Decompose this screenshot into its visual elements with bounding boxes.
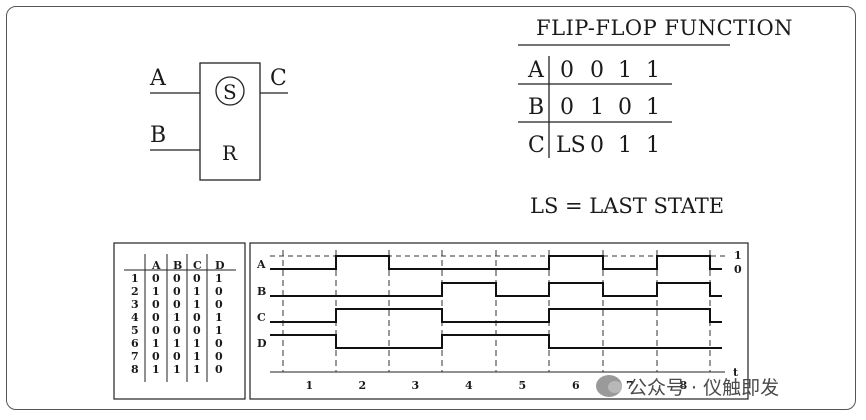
row-a-value: 0	[590, 58, 604, 83]
step-table-cell: 0	[193, 324, 201, 337]
step-label: 6	[572, 379, 580, 392]
row-a-label: A	[528, 58, 544, 83]
step-table-cell: 0	[152, 298, 160, 311]
step-number: 4	[131, 311, 139, 324]
row-b-value: 1	[590, 95, 604, 120]
step-label: 1	[305, 379, 314, 392]
step-table-cell: 0	[173, 324, 181, 337]
step-table-cell: 0	[215, 350, 223, 363]
signal-label: C	[257, 311, 266, 324]
step-table-cell: 0	[215, 337, 223, 350]
step-label: 2	[358, 379, 367, 392]
step-table-cell: 1	[215, 311, 223, 324]
output-c-label: C	[270, 66, 287, 91]
signal-waveform-a	[270, 255, 722, 270]
row-b-value: 0	[560, 95, 574, 120]
outer-frame	[6, 6, 856, 410]
set-circle	[215, 76, 245, 106]
signal-label: D	[257, 337, 267, 350]
step-table-cell: 1	[152, 285, 160, 298]
row-c-value: 1	[618, 133, 632, 158]
step-table-cell: 1	[152, 337, 160, 350]
signal-label: A	[257, 258, 266, 271]
signal-waveform-d	[270, 334, 722, 349]
signal-waveform-b	[270, 282, 722, 297]
step-table-cell: 1	[193, 285, 201, 298]
input-a-label: A	[150, 66, 166, 91]
step-table-header: C	[193, 259, 202, 272]
row-a-value: 1	[618, 58, 632, 83]
step-table-cell: 0	[193, 272, 201, 285]
step-table-cell: 1	[173, 337, 181, 350]
step-table-header: A	[152, 259, 161, 272]
step-label: 3	[411, 379, 420, 392]
watermark: 公众号 · 仪触即发	[596, 372, 846, 400]
signal-label: B	[257, 285, 267, 298]
row-b-label: B	[528, 95, 545, 120]
row-b-value: 1	[646, 95, 660, 120]
step-table-cell: 0	[152, 350, 160, 363]
step-table-cell: 0	[215, 363, 223, 376]
step-table-cell: 0	[152, 324, 160, 337]
row-c-value: 1	[646, 133, 660, 158]
step-table-header: D	[215, 259, 225, 272]
step-table-cell: 1	[193, 337, 201, 350]
step-table-cell: 1	[152, 363, 160, 376]
row-b-value: 0	[618, 95, 632, 120]
step-number: 7	[131, 350, 139, 363]
step-table-cell: 0	[173, 350, 181, 363]
watermark-text: 公众号 · 仪触即发	[628, 376, 780, 399]
step-table-cell: 1	[193, 350, 201, 363]
timing-grid	[270, 250, 728, 373]
input-b-label: B	[150, 123, 167, 148]
row-c-label: C	[528, 133, 545, 158]
step-table-cell: 0	[193, 311, 201, 324]
step-table-cell: 1	[173, 363, 181, 376]
level-low-label: 0	[734, 263, 742, 276]
step-label: 5	[518, 379, 527, 392]
step-table-cell: 0	[215, 285, 223, 298]
step-table-cell: 0	[173, 272, 181, 285]
step-table-cell: 0	[152, 272, 160, 285]
step-number: 6	[131, 337, 139, 350]
flip-flop-symbol	[150, 44, 730, 181]
step-label: 7	[626, 379, 634, 392]
step-number: 3	[131, 298, 139, 311]
level-high-label: 1	[734, 249, 742, 262]
step-table-cell: 1	[215, 324, 223, 337]
row-c-value: LS	[556, 133, 586, 158]
step-table-cell: 1	[173, 311, 181, 324]
step-number: 5	[131, 324, 139, 337]
function-table-title: FLIP-FLOP FUNCTION	[536, 16, 794, 40]
timing-waves	[270, 255, 722, 349]
step-table-box	[113, 242, 246, 400]
step-table-cell: 1	[193, 363, 201, 376]
step-table-cell: 1	[193, 298, 201, 311]
step-table-cell: 0	[173, 298, 181, 311]
step-table-grid	[124, 254, 236, 382]
step-table-cell: 0	[173, 285, 181, 298]
row-a-value: 0	[560, 58, 574, 83]
last-state-note: LS = LAST STATE	[530, 194, 725, 218]
row-a-value: 1	[646, 58, 660, 83]
signal-waveform-c	[270, 308, 722, 323]
step-table-header: B	[173, 259, 183, 272]
step-label: 8	[679, 379, 688, 392]
step-table-cell: 1	[215, 272, 223, 285]
flip-flop-box	[199, 62, 261, 181]
step-number: 8	[131, 363, 139, 376]
timing-box	[249, 242, 749, 400]
wechat-icon	[596, 375, 622, 397]
step-table-cell: 0	[152, 311, 160, 324]
step-number: 2	[131, 285, 139, 298]
time-label: t	[733, 366, 739, 379]
step-label: 4	[465, 379, 473, 392]
row-c-value: 0	[590, 133, 604, 158]
set-label: S	[223, 80, 237, 104]
reset-label: R	[222, 141, 238, 165]
step-number: 1	[131, 272, 139, 285]
step-table-cell: 0	[215, 298, 223, 311]
